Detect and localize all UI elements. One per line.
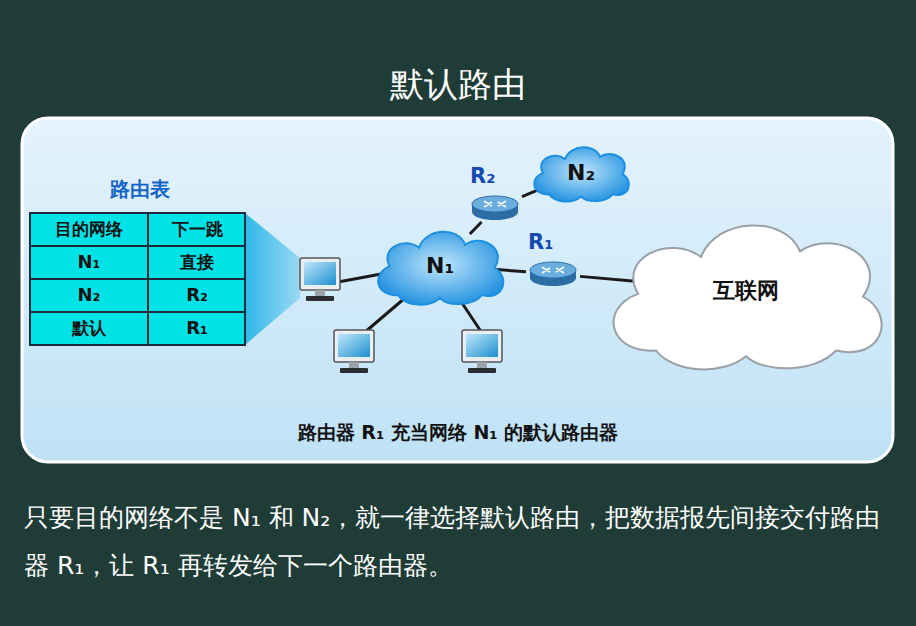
router-icon [526,260,580,288]
table-cell: N₂ [31,284,147,305]
table-cell: 默认 [31,317,147,340]
panel [22,118,893,462]
explanation-text: 只要目的网络不是 N₁ 和 N₂，就一律选择默认路由，把数据报先间接交付路由器 … [24,494,894,590]
slide-title: 默认路由 [0,62,916,108]
panel-caption: 路由器 R₁ 充当网络 N₁ 的默认路由器 [30,420,886,446]
router-label: R₂ [470,164,495,188]
node-label: N₁ [426,253,454,278]
node-label: N₂ [567,160,595,185]
network-link [580,276,638,281]
router: R₂ [468,164,522,224]
network-cloud: N₂ [528,140,634,204]
table-cell: R₂ [149,284,245,305]
router-icon [468,194,522,222]
table-heading: 路由表 [60,176,220,203]
node-label: 互联网 [713,276,779,306]
table-cell: 直接 [149,251,245,274]
table-header-cell: 目的网络 [31,218,147,241]
table-cell: R₁ [149,317,245,338]
network-link [470,222,482,234]
table-cell: N₁ [31,251,147,272]
internet-cloud: 互联网 [596,206,896,376]
projection-beam [245,213,300,345]
routing-table-grid [30,213,245,345]
router-label: R₁ [528,230,553,254]
table-header-cell: 下一跳 [149,218,245,241]
router: R₁ [526,230,580,290]
network-cloud: N₁ [370,222,510,308]
